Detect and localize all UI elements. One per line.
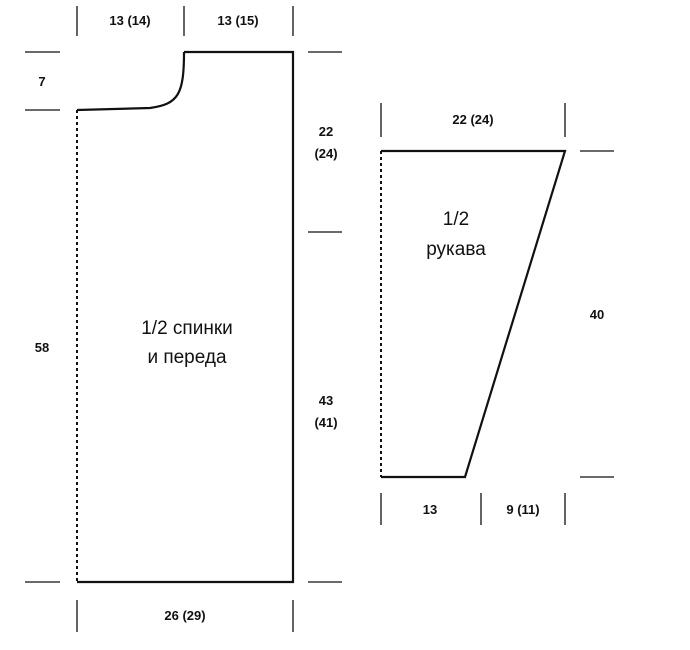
body-neckline-curve <box>76 51 186 112</box>
sleeve-bottom-left-width-label: 13 <box>423 502 437 517</box>
body-side-height-label-1: 43 <box>319 393 333 408</box>
body-piece-title-line-1: 1/2 спинки <box>141 318 233 339</box>
body-right-dimension: 22 (24) 43 (41) <box>308 51 342 583</box>
body-left-dimension: 7 58 <box>25 51 60 583</box>
sleeve-top-dimension: 22 (24) <box>380 103 566 137</box>
body-total-height-label: 58 <box>35 340 49 355</box>
body-armhole-height-label-1: 22 <box>319 124 333 139</box>
body-piece <box>76 50 295 584</box>
sleeve-height-label: 40 <box>590 307 604 322</box>
sleeve-right-dimension: 40 <box>580 150 614 478</box>
body-bottom-dimension: 26 (29) <box>76 600 294 632</box>
body-top-left-width-label: 13 (14) <box>109 13 150 28</box>
body-piece-title-line-2: и переда <box>147 347 227 368</box>
body-neck-depth-label: 7 <box>38 74 45 89</box>
sleeve-bottom-right-width-label: 9 (11) <box>506 502 539 517</box>
body-side-height-label-2: (41) <box>314 415 337 430</box>
sleeve-piece <box>380 149 567 479</box>
sleeve-piece-title-line-2: рукава <box>426 239 486 260</box>
sleeve-bottom-dimension: 13 9 (11) <box>380 493 566 525</box>
sleeve-outline <box>381 149 567 479</box>
body-top-dimension: 13 (14) 13 (15) <box>76 6 294 36</box>
body-armhole-height-label-2: (24) <box>314 146 337 161</box>
sleeve-top-width-label: 22 (24) <box>452 112 493 127</box>
body-bottom-width-label: 26 (29) <box>164 608 205 623</box>
sleeve-piece-title-line-1: 1/2 <box>443 209 469 230</box>
body-top-right-width-label: 13 (15) <box>217 13 258 28</box>
body-outline <box>77 50 295 584</box>
